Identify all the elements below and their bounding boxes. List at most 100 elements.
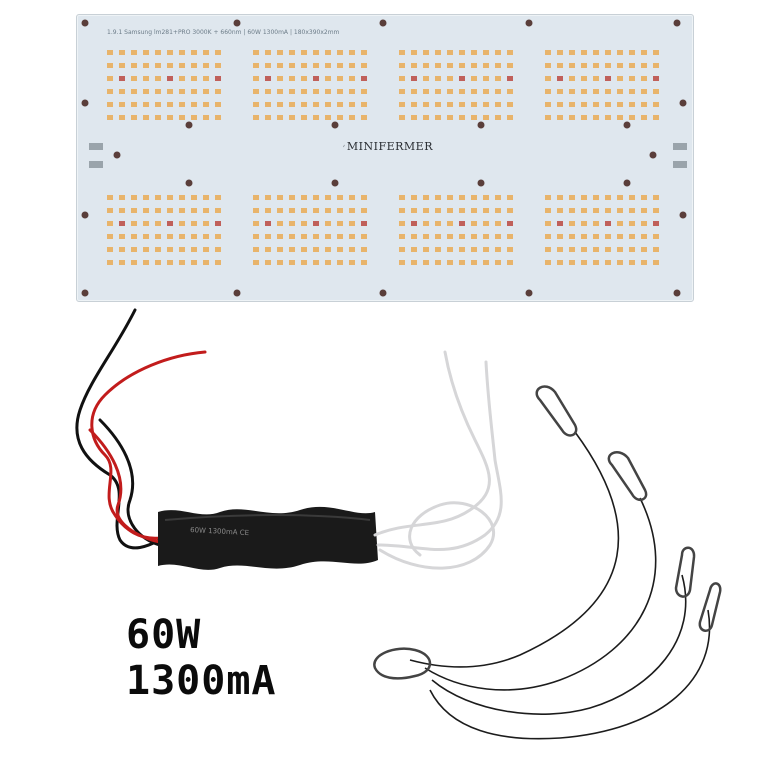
screw — [525, 289, 533, 297]
led — [581, 247, 587, 252]
led — [617, 221, 623, 226]
led — [399, 102, 405, 107]
led — [653, 63, 659, 68]
led — [507, 89, 513, 94]
led — [253, 208, 259, 213]
led — [629, 89, 635, 94]
led — [325, 260, 331, 265]
led — [495, 234, 501, 239]
led — [641, 50, 647, 55]
led — [265, 234, 271, 239]
led — [605, 102, 611, 107]
led — [617, 208, 623, 213]
led — [545, 50, 551, 55]
led — [265, 247, 271, 252]
led — [253, 234, 259, 239]
led — [143, 195, 149, 200]
led — [399, 260, 405, 265]
led — [155, 234, 161, 239]
led — [179, 234, 185, 239]
led — [399, 195, 405, 200]
led — [313, 234, 319, 239]
led — [605, 63, 611, 68]
led — [349, 115, 355, 120]
led — [179, 63, 185, 68]
led — [277, 234, 283, 239]
led — [301, 63, 307, 68]
red-led — [361, 76, 367, 81]
led — [301, 102, 307, 107]
screw — [185, 121, 193, 129]
screw — [673, 289, 681, 297]
screw — [679, 99, 687, 107]
hanger-clips — [373, 385, 722, 680]
led — [107, 89, 113, 94]
led — [581, 115, 587, 120]
led — [423, 89, 429, 94]
led — [399, 115, 405, 120]
led — [253, 115, 259, 120]
led — [277, 115, 283, 120]
led — [253, 260, 259, 265]
led — [215, 195, 221, 200]
led — [313, 208, 319, 213]
led — [423, 195, 429, 200]
led — [629, 50, 635, 55]
led — [301, 208, 307, 213]
led — [545, 76, 551, 81]
led — [483, 208, 489, 213]
led — [459, 234, 465, 239]
led — [313, 102, 319, 107]
led — [131, 76, 137, 81]
led — [337, 115, 343, 120]
led — [155, 63, 161, 68]
led — [143, 89, 149, 94]
led — [411, 63, 417, 68]
screw — [477, 121, 485, 129]
led — [593, 89, 599, 94]
led — [203, 115, 209, 120]
led — [653, 247, 659, 252]
led — [399, 50, 405, 55]
led — [119, 195, 125, 200]
led — [277, 89, 283, 94]
led — [361, 195, 367, 200]
led — [641, 76, 647, 81]
led — [581, 195, 587, 200]
led — [289, 234, 295, 239]
led — [581, 234, 587, 239]
led — [447, 76, 453, 81]
red-led — [361, 221, 367, 226]
led — [325, 247, 331, 252]
led — [361, 115, 367, 120]
leaf-icon — [343, 144, 345, 148]
led — [629, 260, 635, 265]
led — [411, 208, 417, 213]
led — [143, 234, 149, 239]
led — [155, 208, 161, 213]
brand-logo: MINIFERMER — [343, 135, 433, 157]
led — [337, 195, 343, 200]
led — [289, 260, 295, 265]
led — [325, 76, 331, 81]
red-led — [653, 76, 659, 81]
screw — [673, 19, 681, 27]
led — [459, 115, 465, 120]
led — [495, 247, 501, 252]
led — [203, 50, 209, 55]
led — [131, 102, 137, 107]
led — [191, 76, 197, 81]
led — [253, 247, 259, 252]
led — [265, 260, 271, 265]
led — [289, 247, 295, 252]
led — [435, 195, 441, 200]
red-led — [313, 76, 319, 81]
led — [483, 234, 489, 239]
led — [507, 208, 513, 213]
led — [167, 63, 173, 68]
led — [143, 50, 149, 55]
led — [155, 260, 161, 265]
led — [361, 50, 367, 55]
led — [593, 102, 599, 107]
